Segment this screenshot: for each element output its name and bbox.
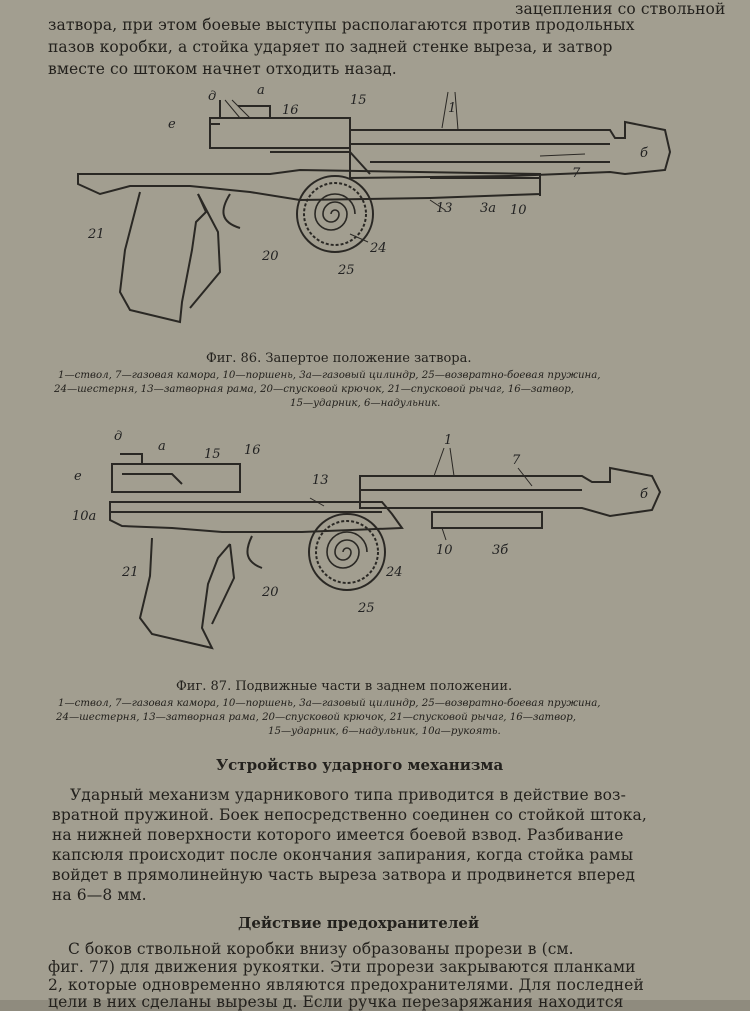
svg-text:21: 21 [87,227,105,242]
svg-text:10: 10 [510,203,527,218]
section1-line-1: Ударный механизм ударникового типа приво… [70,786,626,804]
svg-text:13: 13 [436,201,453,216]
svg-text:25: 25 [337,263,355,278]
svg-text:21: 21 [121,565,139,580]
svg-text:10: 10 [436,543,453,558]
intro-line-3: пазов коробки, а стойка ударяет по задне… [48,38,613,56]
svg-text:д: д [114,429,122,444]
section1-line-2: вратной пружиной. Боек непосредственно с… [52,806,647,824]
svg-text:б: б [640,146,648,161]
section2-line-1: С боков ствольной коробки внизу образова… [68,940,574,958]
svg-text:а: а [257,83,265,98]
section2-heading: Действие предохранителей [238,914,480,932]
svg-text:3а: 3а [480,201,496,216]
svg-text:1: 1 [448,101,456,116]
fig87-drawing: д а 15 16 е 1 7 б 13 10а 10 3б 21 20 24 … [72,429,662,650]
svg-text:13: 13 [312,473,329,488]
svg-text:20: 20 [261,249,279,264]
intro-line-4: вместе со штоком начнет отходить назад. [48,60,397,78]
section1-line-6: на 6—8 мм. [52,886,147,904]
fig87-legend-line-1: 1—ствол, 7—газовая камора, 10—поршень, 3… [58,698,601,709]
fig86-legend-line-2: 24—шестерня, 13—затворная рама, 20—спуск… [54,384,575,395]
section2-line-4: цели в них сделаны вырезы д. Если ручка … [48,993,624,1011]
svg-text:20: 20 [261,585,279,600]
fig86-drawing: д а е 16 15 1 б 7 21 13 3а 10 20 24 25 [77,83,672,324]
section1-line-4: капсюля происходит после окончания запир… [52,846,634,864]
section1-line-3: на нижней поверхности которого имеется б… [52,826,624,844]
section2-line-3: 2, которые одновременно являются предохр… [48,976,644,994]
svg-text:24: 24 [385,565,403,580]
svg-text:16: 16 [282,103,299,118]
svg-text:10а: 10а [72,509,96,524]
svg-text:24: 24 [369,241,387,256]
intro-line-1: зацепления со ствольной [515,0,726,18]
fig87-legend-line-2: 24—шестерня, 13—затворная рама, 20—спуск… [56,712,577,723]
section1-heading: Устройство ударного механизма [216,756,504,774]
svg-text:7: 7 [512,453,521,468]
fig86-caption: Фиг. 86. Запертое положение затвора. [206,351,472,366]
svg-text:25: 25 [357,601,375,616]
svg-text:15: 15 [350,93,367,108]
svg-text:д: д [208,89,216,104]
svg-text:е: е [74,469,82,484]
fig86-legend-line-1: 1—ствол, 7—газовая камора, 10—поршень, 3… [58,370,601,381]
fig86-legend-line-3: 15—ударник, 6—надульник. [290,398,441,409]
section1-line-5: войдет в прямолинейную часть выреза затв… [52,866,636,884]
svg-text:15: 15 [204,447,221,462]
section2-line-2: фиг. 77) для движения рукоятки. Эти прор… [48,958,636,976]
fig87-legend-line-3: 15—ударник, 6—надульник, 10а—рукоять. [268,726,501,737]
svg-text:а: а [158,439,166,454]
svg-text:1: 1 [444,433,452,448]
svg-text:б: б [640,487,648,502]
svg-text:3б: 3б [492,543,508,558]
svg-text:16: 16 [244,443,261,458]
svg-text:е: е [168,117,176,132]
intro-line-2: затвора, при этом боевые выступы распола… [48,16,635,34]
fig87-caption: Фиг. 87. Подвижные части в заднем положе… [176,679,513,694]
svg-text:7: 7 [572,166,581,181]
